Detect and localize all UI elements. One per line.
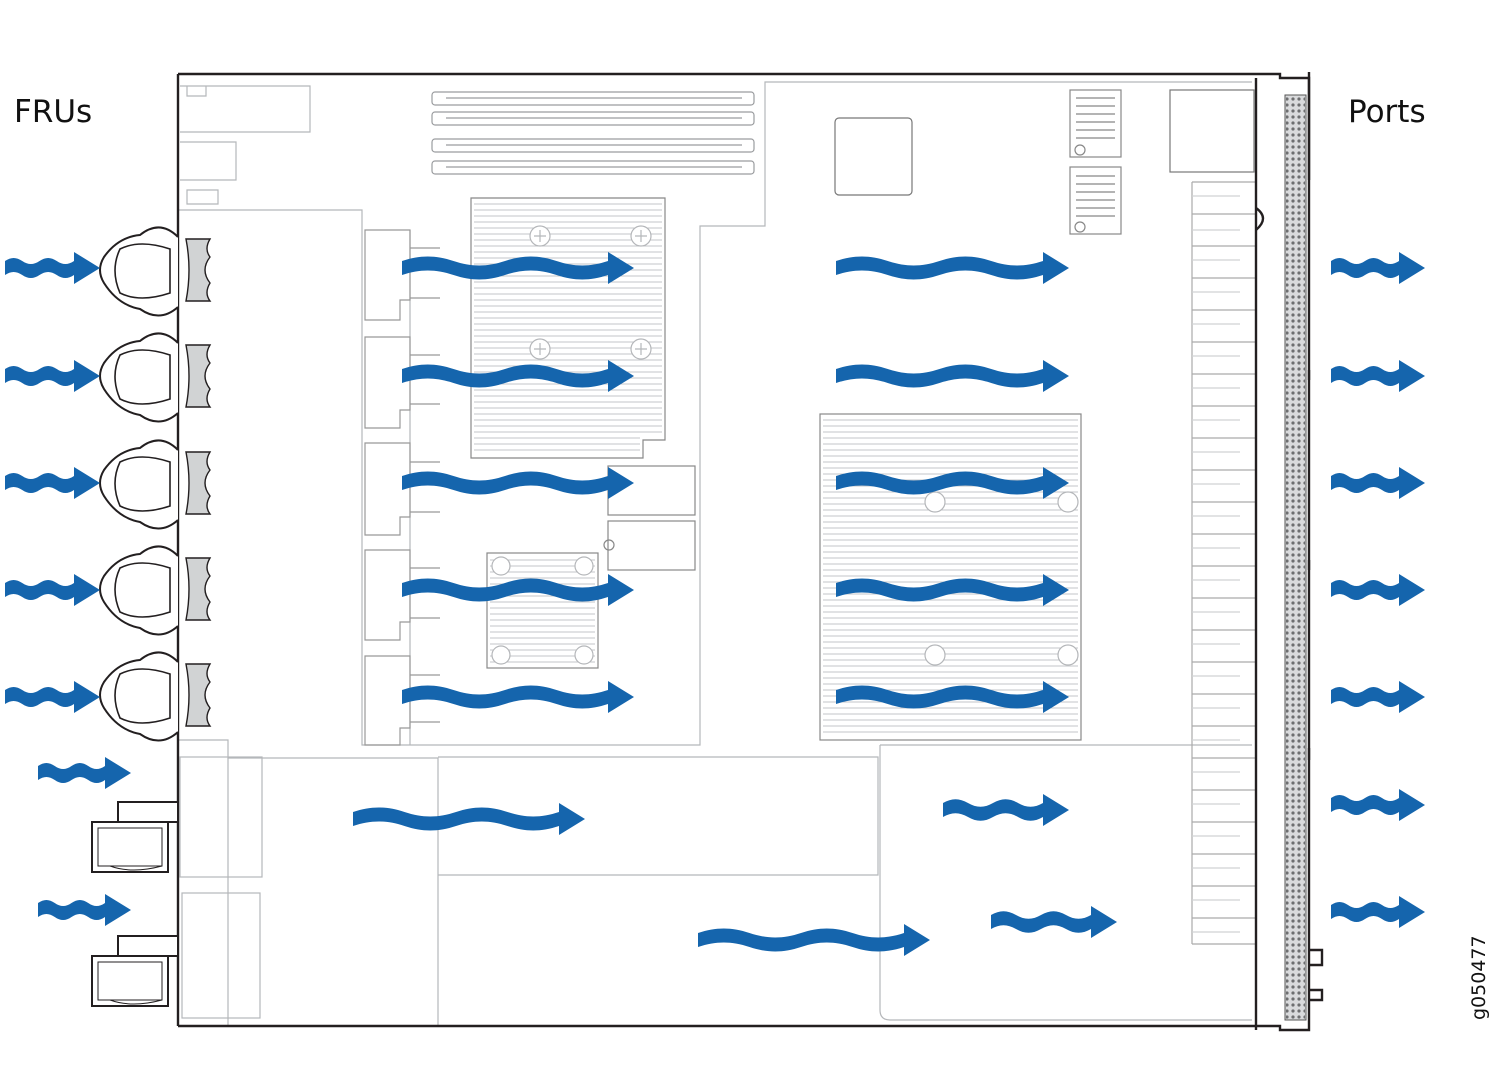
heatsink-left-lower [486, 552, 599, 669]
fan-module [99, 651, 212, 742]
airflow-arrow [836, 467, 1069, 499]
airflow-arrow [1331, 681, 1425, 713]
airflow-arrow [402, 681, 634, 713]
fan-connectors [364, 229, 440, 746]
fan-module [99, 545, 212, 636]
airflow-arrow [402, 467, 634, 499]
airflow-arrow [402, 252, 634, 284]
power-supplies [91, 801, 179, 1007]
airflow-arrow [402, 360, 634, 392]
small-chips [1069, 89, 1122, 235]
cpu-package [834, 89, 1255, 196]
airflow-arrow [1331, 360, 1425, 392]
airflow-arrow [1331, 467, 1425, 499]
system-board [178, 81, 1252, 1025]
airflow-arrow [38, 894, 131, 926]
figure-id-label: g050477 [1468, 935, 1490, 1020]
airflow-arrow [836, 252, 1069, 284]
fan-module [99, 226, 212, 317]
airflow-arrow [943, 794, 1069, 826]
airflow-arrow [5, 467, 100, 499]
airflow-arrows [5, 252, 1425, 956]
airflow-arrow [402, 574, 634, 606]
heatsink-left-upper [470, 197, 666, 459]
airflow-arrow [991, 906, 1117, 938]
airflow-arrow [836, 574, 1069, 606]
airflow-arrow [1331, 252, 1425, 284]
airflow-arrow [836, 360, 1069, 392]
airflow-arrow [698, 924, 930, 956]
airflow-arrow [5, 574, 100, 606]
intake-side-label: FRUs [14, 94, 93, 130]
chassis-outline [176, 72, 1324, 1032]
airflow-arrow [5, 360, 100, 392]
fan-modules [99, 226, 212, 742]
airflow-arrow [5, 681, 100, 713]
memory-slots [431, 91, 755, 175]
airflow-arrow [1331, 789, 1425, 821]
airflow-arrow [836, 681, 1069, 713]
port-cages [1191, 181, 1255, 945]
airflow-arrow [353, 803, 585, 835]
fan-module [99, 332, 212, 423]
exhaust-side-label: Ports [1348, 94, 1426, 130]
airflow-arrow [1331, 896, 1425, 928]
fan-module [99, 439, 212, 530]
airflow-arrow [1331, 574, 1425, 606]
vent-perforation [1284, 94, 1307, 1021]
airflow-arrow [38, 757, 131, 789]
airflow-arrow [5, 252, 100, 284]
